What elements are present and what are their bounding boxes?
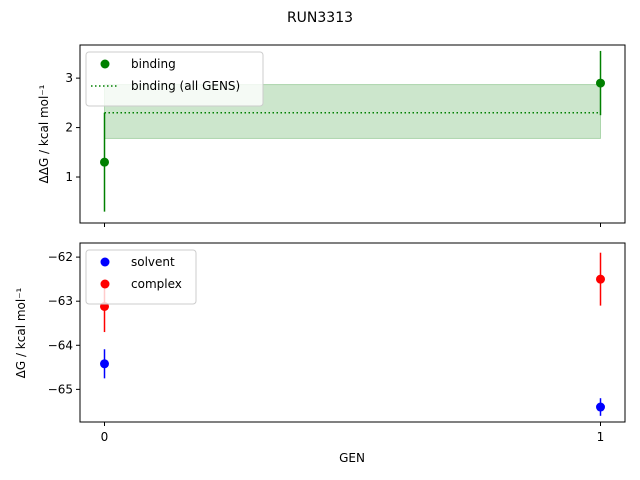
legend-marker: [100, 59, 110, 69]
legend-box: [85, 249, 197, 305]
legend-marker: [100, 257, 110, 267]
x-axis-label: GEN: [339, 451, 365, 465]
legend-label: complex: [131, 277, 182, 291]
top-panel-binding: 1 2 3 binding binding (all GENS): [65, 44, 626, 227]
chart-title: RUN3313: [287, 10, 353, 26]
axes-frame: [79, 242, 626, 423]
x-tick-label: 1: [597, 430, 605, 444]
legend-marker: [100, 279, 110, 289]
x-tick-label: 0: [101, 430, 109, 444]
y-tick-label: −64: [48, 338, 73, 352]
y-tick-label: 3: [65, 71, 73, 85]
data-point-complex: [596, 274, 605, 284]
y-tick-label: 2: [65, 121, 73, 135]
legend-label: binding (all GENS): [131, 79, 240, 93]
y-tick-label: −62: [48, 250, 73, 264]
data-point-binding: [596, 78, 605, 88]
data-point-binding: [100, 157, 109, 167]
legend-label: solvent: [131, 255, 175, 269]
data-point-solvent: [596, 402, 605, 412]
y-tick-label: 1: [65, 170, 73, 184]
bottom-panel-dg: −65 −64 −63 −62 0 1 solvent complex: [48, 242, 626, 444]
y-tick-label: −65: [48, 382, 73, 396]
bottom-y-axis-label: ΔG / kcal mol⁻¹: [14, 287, 28, 378]
axes-frame: [79, 44, 626, 224]
data-point-solvent: [100, 359, 109, 369]
y-tick-label: −63: [48, 294, 73, 308]
legend-box: [85, 51, 264, 107]
legend-label: binding: [131, 57, 176, 71]
top-y-axis-label: ΔΔG / kcal mol⁻¹: [37, 84, 51, 183]
